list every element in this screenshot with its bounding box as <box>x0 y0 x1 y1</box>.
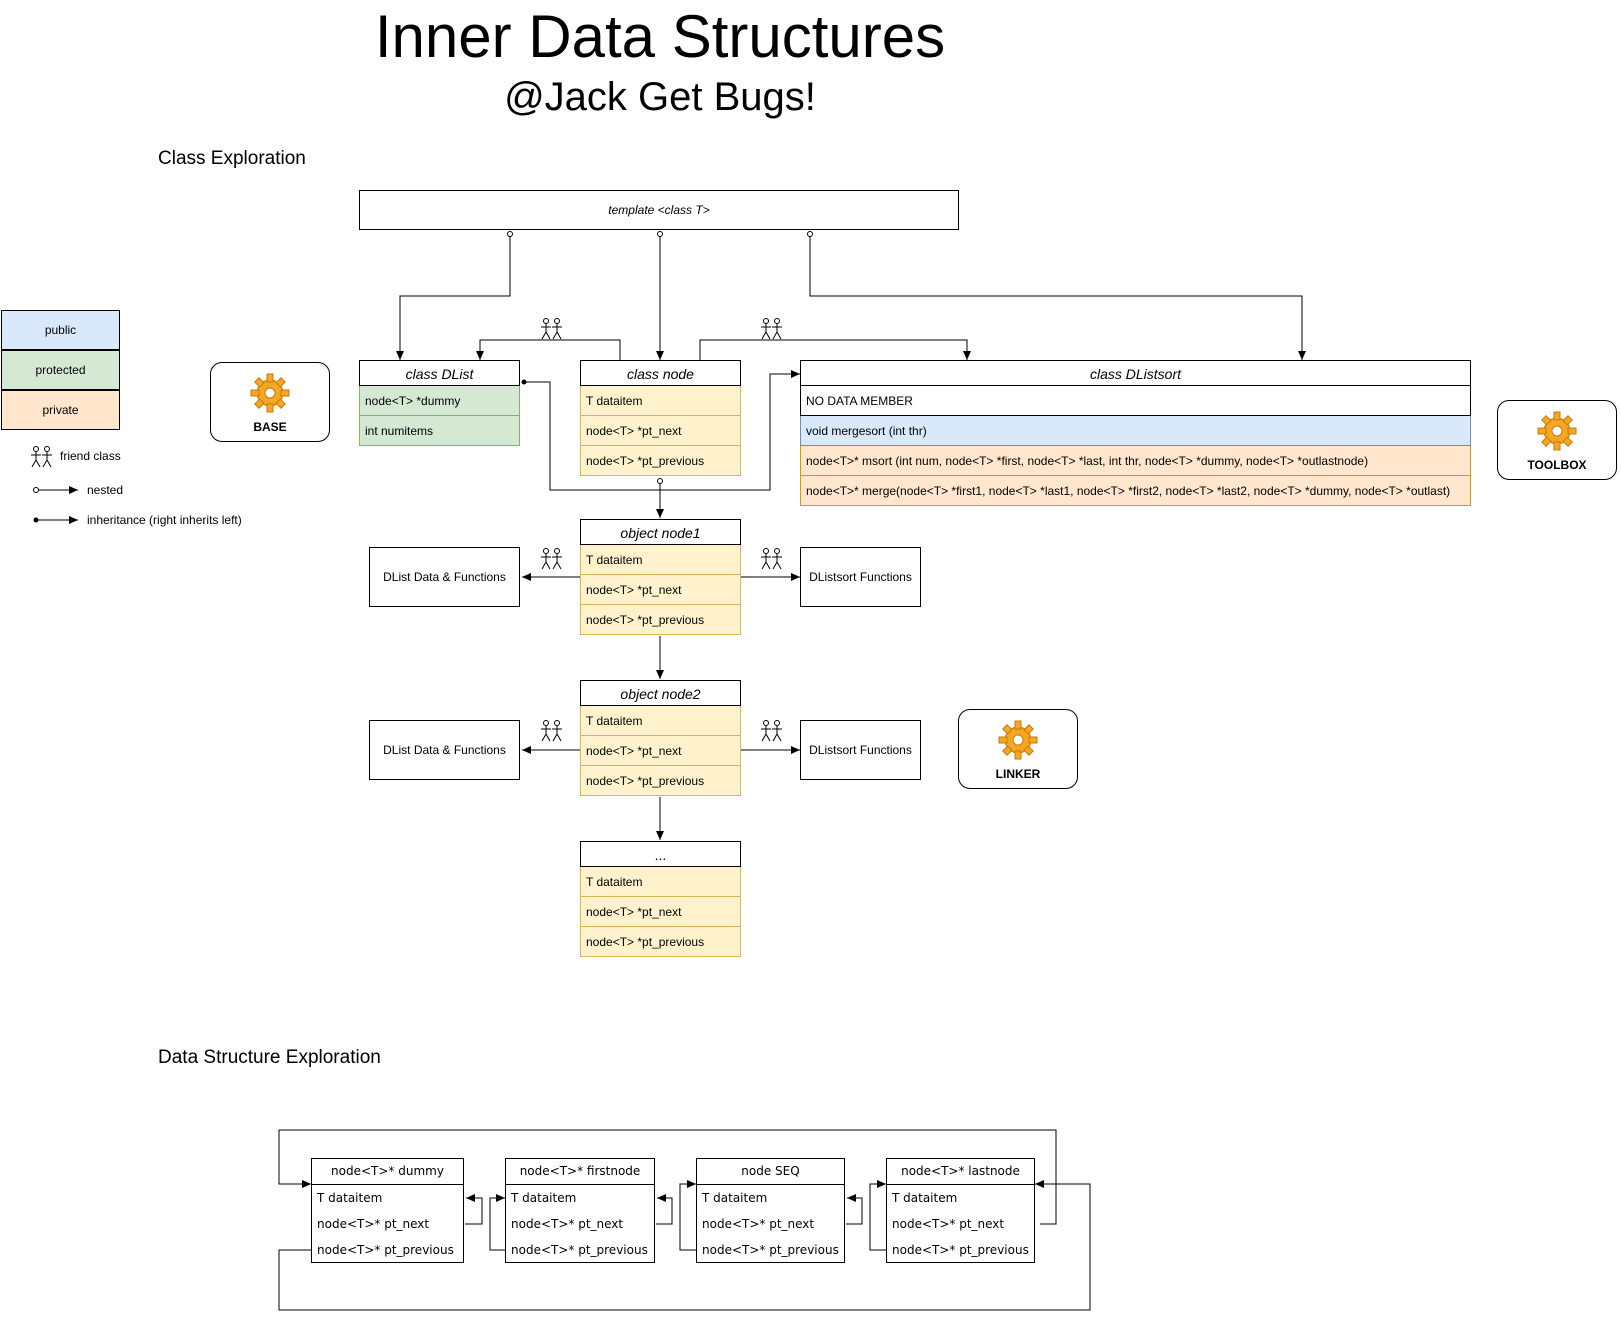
class-dlist-title: class DList <box>359 360 520 386</box>
class-dlistsort-member: node<T>* merge(node<T> *first1, node<T> … <box>800 476 1471 506</box>
friend-icon <box>761 318 782 340</box>
ds-node-seq: node SEQ T dataitem node<T>* pt_next nod… <box>696 1158 845 1263</box>
ds-node-row: node<T>* pt_previous <box>702 1243 839 1257</box>
class-dlist-member: node<T> *dummy <box>359 386 520 416</box>
friend-icon <box>541 720 562 742</box>
ds-node-row: node<T>* pt_next <box>702 1217 815 1231</box>
class-node-member: T dataitem <box>580 386 741 416</box>
class-dlistsort: class DListsort NO DATA MEMBER void merg… <box>800 360 1471 506</box>
object-more-title: ... <box>580 841 741 867</box>
base-gear-box: BASE <box>210 362 330 442</box>
object-more-member: node<T> *pt_previous <box>580 927 741 957</box>
page-title: Inner Data Structures <box>374 3 946 70</box>
linker-gear-box: LINKER <box>958 709 1078 789</box>
class-node-title: class node <box>580 360 741 386</box>
ds-node-row: node<T>* pt_next <box>317 1217 430 1231</box>
object-node1-member: node<T> *pt_next <box>580 575 741 605</box>
ds-node-title: node<T>* firstnode <box>506 1159 654 1185</box>
friend-icon <box>31 446 52 468</box>
ds-node-row: T dataitem <box>892 1191 958 1205</box>
object-node2-member: T dataitem <box>580 706 741 736</box>
legend-inheritance: inheritance (right inherits left) <box>87 513 242 527</box>
template-box: template <class T> <box>359 190 959 230</box>
gear-icon <box>998 720 1038 760</box>
ds-node-firstnode: node<T>* firstnode T dataitem node<T>* p… <box>505 1158 655 1263</box>
class-node-member: node<T> *pt_previous <box>580 446 741 476</box>
object-node2-member: node<T> *pt_next <box>580 736 741 766</box>
object-node1-member: node<T> *pt_previous <box>580 605 741 635</box>
section-class-exploration: Class Exploration <box>158 148 306 169</box>
dlist-functions-box: DList Data & Functions <box>369 720 520 780</box>
class-dlist: class DList node<T> *dummy int numitems <box>359 360 520 446</box>
ds-node-title: node SEQ <box>697 1159 844 1185</box>
class-node-member: node<T> *pt_next <box>580 416 741 446</box>
ds-node-row: node<T>* pt_next <box>892 1217 1005 1231</box>
legend-private: private <box>1 390 120 430</box>
ds-node-row: T dataitem <box>317 1191 383 1205</box>
dlistsort-functions-box: DListsort Functions <box>800 720 921 780</box>
friend-icon <box>761 548 782 570</box>
ds-node-row: T dataitem <box>511 1191 577 1205</box>
class-node: class node T dataitem node<T> *pt_next n… <box>580 360 741 476</box>
object-node1-title: object node1 <box>580 519 741 545</box>
object-node2-title: object node2 <box>580 680 741 706</box>
ds-node-row: node<T>* pt_previous <box>317 1243 454 1257</box>
gear-icon <box>250 373 290 413</box>
object-node2-member: node<T> *pt_previous <box>580 766 741 796</box>
ds-node-dummy: node<T>* dummy T dataitem node<T>* pt_ne… <box>311 1158 464 1263</box>
object-more-member: T dataitem <box>580 867 741 897</box>
object-node1: object node1 T dataitem node<T> *pt_next… <box>580 519 741 635</box>
object-more-member: node<T> *pt_next <box>580 897 741 927</box>
ds-node-row: node<T>* pt_next <box>511 1217 624 1231</box>
legend-nested: nested <box>87 483 124 497</box>
friend-icon <box>761 720 782 742</box>
section-data-structure-exploration: Data Structure Exploration <box>158 1047 381 1068</box>
object-node1-member: T dataitem <box>580 545 741 575</box>
dlistsort-functions-box: DListsort Functions <box>800 547 921 607</box>
ds-node-row: T dataitem <box>702 1191 768 1205</box>
class-dlistsort-member: node<T>* msort (int num, node<T> *first,… <box>800 446 1471 476</box>
gear-icon <box>1537 411 1577 451</box>
dlist-functions-box: DList Data & Functions <box>369 547 520 607</box>
ds-node-lastnode: node<T>* lastnode T dataitem node<T>* pt… <box>886 1158 1035 1263</box>
class-dlist-member: int numitems <box>359 416 520 446</box>
friend-icon <box>541 318 562 340</box>
linker-label: LINKER <box>995 767 1041 781</box>
toolbox-gear-box: TOOLBOX <box>1497 400 1617 480</box>
class-dlistsort-member: NO DATA MEMBER <box>800 386 1471 416</box>
ds-node-row: node<T>* pt_previous <box>892 1243 1029 1257</box>
legend-protected: protected <box>1 350 120 390</box>
ds-node-title: node<T>* dummy <box>312 1159 463 1185</box>
page-subtitle: @Jack Get Bugs! <box>504 75 816 119</box>
toolbox-label: TOOLBOX <box>1527 458 1587 472</box>
base-label: BASE <box>253 420 287 434</box>
class-dlistsort-member: void mergesort (int thr) <box>800 416 1471 446</box>
object-node2: object node2 T dataitem node<T> *pt_next… <box>580 680 741 796</box>
object-more: ... T dataitem node<T> *pt_next node<T> … <box>580 841 741 957</box>
ds-node-row: node<T>* pt_previous <box>511 1243 648 1257</box>
friend-icon <box>541 548 562 570</box>
ds-node-title: node<T>* lastnode <box>887 1159 1034 1185</box>
class-dlistsort-title: class DListsort <box>800 360 1471 386</box>
legend-public: public <box>1 310 120 350</box>
legend-friend-class: friend class <box>60 449 121 463</box>
